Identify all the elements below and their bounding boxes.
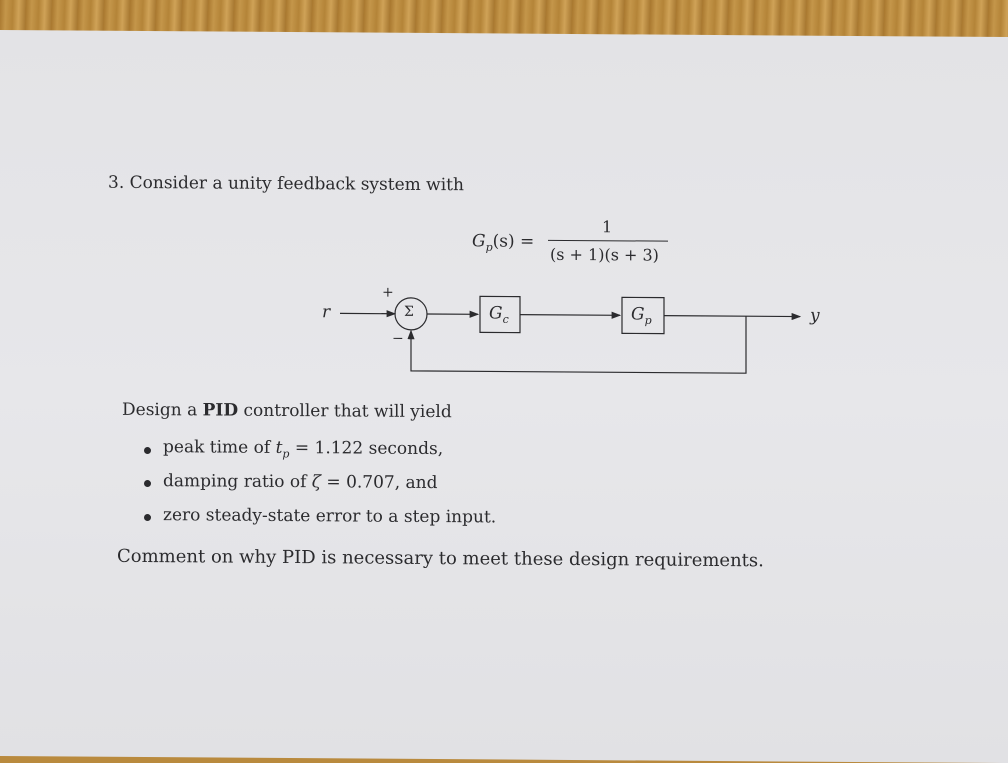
peak-time-value: = 1.122 seconds,	[289, 438, 443, 459]
controller-to-plant-arrow	[520, 315, 620, 316]
bullet-peak-time-text: peak time of	[163, 437, 276, 458]
controller-label: Gc	[489, 303, 509, 326]
feedback-path	[411, 314, 746, 373]
controller-symbol: G	[489, 303, 503, 323]
design-lead-pid: PID	[203, 400, 238, 420]
plant-block-symbol: G	[631, 304, 645, 324]
output-arrow	[664, 316, 800, 317]
bullet-damping: damping ratio of ζ = 0.707, and	[163, 471, 438, 493]
design-lead-end: controller that will yield	[238, 401, 452, 422]
design-lead: Design a PID controller that will yield	[122, 400, 452, 422]
damping-symbol: ζ	[312, 472, 321, 492]
design-lead-start: Design a	[122, 400, 203, 421]
bullet-dot-2	[144, 480, 151, 487]
sum-symbol: Σ	[404, 304, 414, 320]
minus-sign: −	[392, 331, 404, 347]
bullet-damping-text: damping ratio of	[163, 471, 312, 492]
input-label: r	[322, 302, 330, 322]
bullet-peak-time: peak time of tp = 1.122 seconds,	[163, 437, 443, 461]
bullet-dot-3	[144, 514, 151, 521]
bullet-steady-state: zero steady-state error to a step input.	[163, 505, 496, 527]
damping-value: = 0.707, and	[321, 472, 438, 493]
plus-sign: +	[382, 285, 394, 301]
paper-sheet: 3. Consider a unity feedback system with…	[0, 30, 1008, 763]
output-label: y	[810, 306, 820, 326]
block-diagram	[0, 30, 1008, 763]
plant-block-label: Gp	[631, 304, 652, 327]
bullet-dot-1	[144, 447, 151, 454]
comment-line: Comment on why PID is necessary to meet …	[117, 546, 764, 572]
plant-block-subscript: p	[645, 314, 652, 327]
controller-subscript: c	[503, 313, 509, 326]
